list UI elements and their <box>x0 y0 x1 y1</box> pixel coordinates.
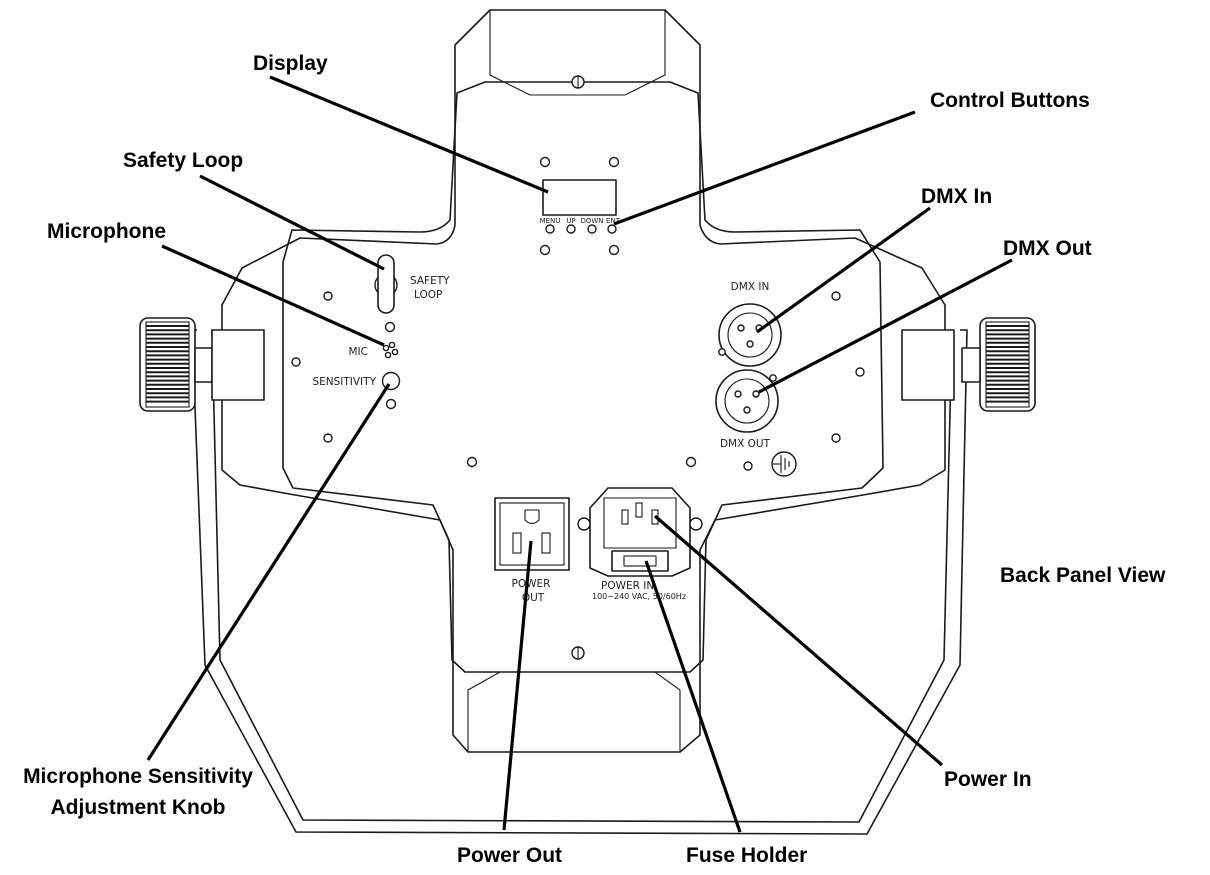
power-in-label-line1: POWER IN <box>601 580 654 592</box>
dmx-in-label: DMX IN <box>731 281 770 293</box>
left-yoke-knob <box>139 317 213 412</box>
inner-face-plate <box>282 81 884 673</box>
callout-labels: Display Control Buttons Safety Loop DMX … <box>23 52 1166 867</box>
mounting-holes <box>291 156 865 468</box>
power-in-inlet: POWER IN 100~240 VAC, 50/60Hz <box>577 487 703 601</box>
right-side-bracket <box>901 329 955 401</box>
mic-sensitivity-leader <box>146 383 391 761</box>
power-out-socket: POWER OUT <box>494 497 570 604</box>
bottom-screw <box>571 646 585 660</box>
callout-dmx-in: DMX In <box>921 185 992 208</box>
callout-dmx-out: DMX Out <box>1003 237 1092 260</box>
ground-symbol-icon <box>743 451 797 477</box>
up-button[interactable] <box>566 224 576 234</box>
callout-mic-sensitivity-line1: Microphone Sensitivity <box>23 765 253 788</box>
safety-label-line2: LOOP <box>414 289 442 301</box>
dmx-out-label: DMX OUT <box>720 438 771 450</box>
power-out-label-line1: POWER <box>512 578 551 590</box>
fuse-holder-leader <box>644 560 742 833</box>
safety-label-line1: SAFETY <box>410 275 450 287</box>
dmx-out-connector: DMX OUT <box>715 369 779 450</box>
power-in-leader <box>653 514 944 767</box>
safety-loop-leader <box>199 174 385 271</box>
callout-mic-sensitivity-line2: Adjustment Knob <box>51 796 226 819</box>
lcd-display <box>542 179 617 216</box>
callout-control-buttons: Control Buttons <box>930 89 1090 112</box>
yoke-inner <box>211 329 953 823</box>
microphone-leader <box>161 244 385 347</box>
right-yoke-knob <box>961 317 1036 412</box>
top-wing-detail <box>489 10 666 96</box>
control-buttons-leader <box>613 110 916 226</box>
callout-microphone: Microphone <box>47 220 166 243</box>
up-label: UP <box>566 217 575 225</box>
left-side-bracket <box>211 329 265 401</box>
power-out-leader <box>502 540 533 831</box>
top-screw <box>571 75 585 89</box>
callout-back-panel-view: Back Panel View <box>1000 564 1166 587</box>
power-in-label-line2: 100~240 VAC, 50/60Hz <box>592 592 686 601</box>
display-leader <box>269 75 549 194</box>
dmx-in-connector: DMX IN <box>718 281 782 367</box>
sensitivity-label: SENSITIVITY <box>312 376 376 388</box>
menu-button[interactable] <box>545 224 555 234</box>
callout-fuse-holder: Fuse Holder <box>686 844 807 867</box>
down-label: DOWN <box>580 217 603 225</box>
dmx-in-leader <box>756 206 931 334</box>
mic-label: MIC <box>349 346 369 358</box>
callout-display: Display <box>253 52 328 75</box>
callout-power-in: Power In <box>944 768 1032 791</box>
control-buttons: MENU UP DOWN ENT <box>540 217 621 234</box>
leader-lines <box>146 75 1013 833</box>
down-button[interactable] <box>587 224 597 234</box>
microphone: MIC <box>349 321 399 359</box>
fuse-holder <box>611 550 669 572</box>
dmx-out-leader <box>758 258 1013 394</box>
ent-label: ENT <box>606 217 621 225</box>
enter-button[interactable] <box>607 224 617 234</box>
callout-power-out: Power Out <box>457 844 562 867</box>
callout-safety-loop: Safety Loop <box>123 149 243 172</box>
menu-label: MENU <box>540 217 561 225</box>
